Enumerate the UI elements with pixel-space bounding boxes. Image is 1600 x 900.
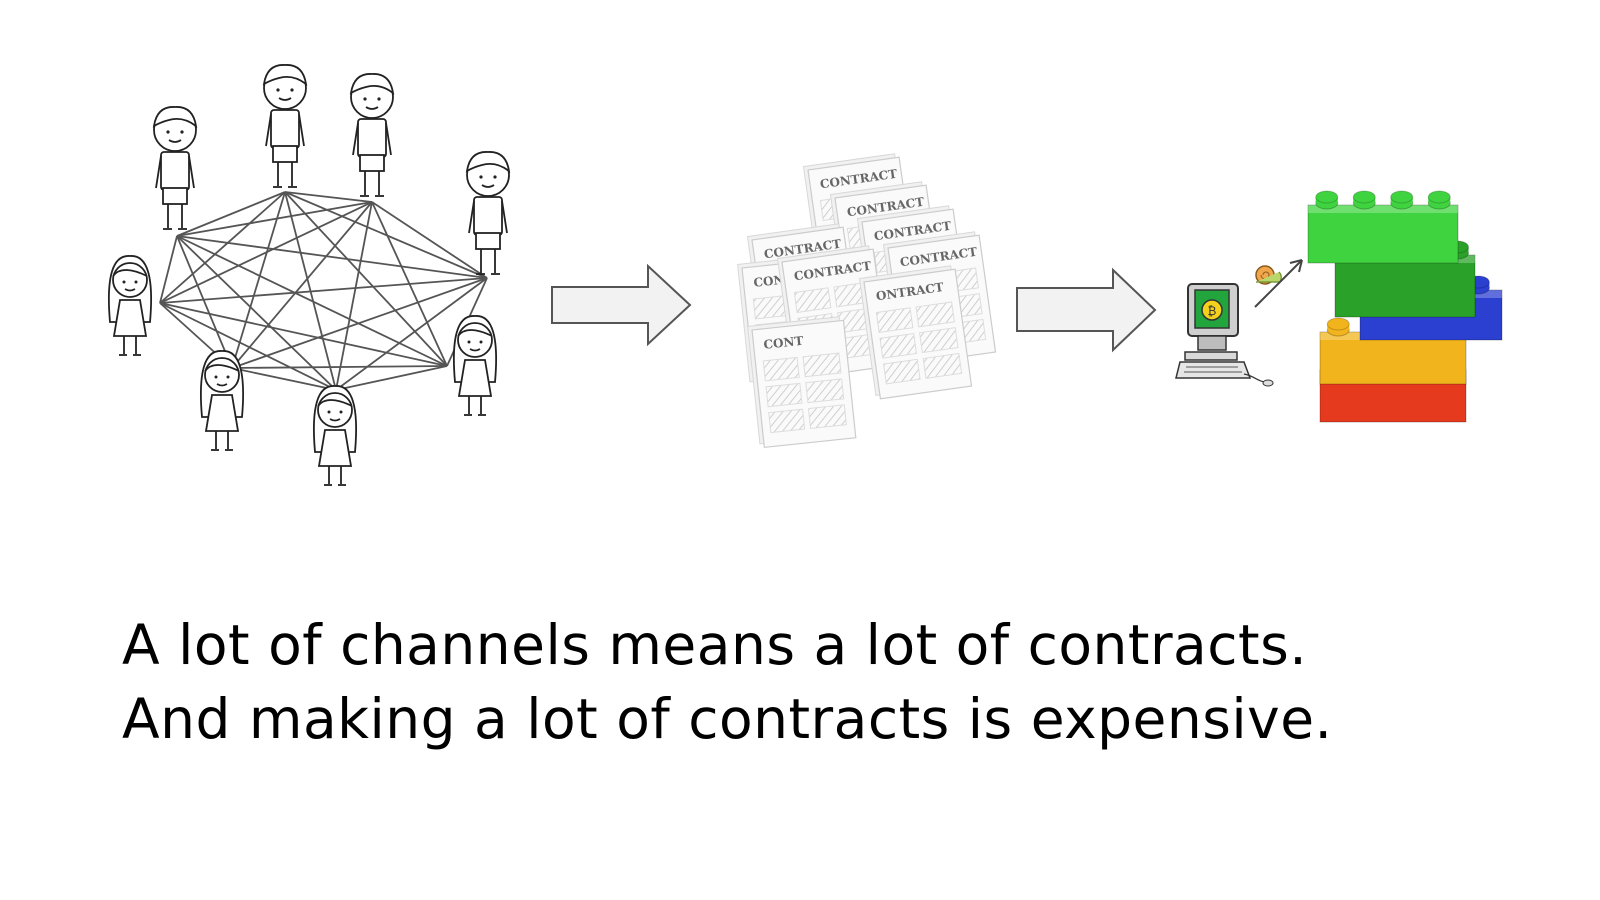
computer-icon: ₿ [1175, 283, 1274, 387]
growth-arrow-icon [1254, 259, 1303, 308]
connection-line [159, 277, 488, 304]
connection-line [159, 201, 373, 304]
network-people [107, 64, 511, 486]
contract-label: CONT [763, 334, 804, 352]
contract-stack-illustration: CONTRACTCONTRACTCONTRACTCONTRACTCONTRACT… [737, 153, 997, 449]
connection-line [335, 201, 373, 391]
connection-line [176, 191, 286, 237]
girl-figure [452, 315, 498, 416]
snail-icon [1255, 265, 1282, 285]
contract-document: CONT [747, 316, 857, 449]
connection-line [284, 191, 488, 279]
lego-bricks-illustration [1307, 190, 1503, 423]
connection-line [231, 201, 373, 369]
connection-line [159, 302, 337, 391]
connection-line [159, 235, 178, 304]
connection-line [231, 191, 286, 369]
boy-figure [465, 151, 511, 275]
arrow-right-icon [1016, 267, 1157, 353]
caption-line-1: A lot of channels means a lot of contrac… [122, 613, 1308, 677]
connection-line [176, 235, 448, 367]
girl-figure [199, 350, 245, 451]
connection-line [176, 201, 373, 237]
boy-figure [349, 73, 395, 197]
connection-line [231, 365, 448, 369]
connection-line [159, 302, 448, 367]
connection-line [159, 191, 286, 304]
contract-document: ONTRACT [858, 265, 973, 400]
connection-line [284, 191, 448, 367]
connection-line [176, 235, 337, 391]
boy-figure [262, 64, 308, 188]
connection-line [335, 365, 448, 391]
connection-line [231, 367, 337, 391]
caption-line-2: And making a lot of contracts is expensi… [122, 687, 1333, 751]
svg-text:₿: ₿ [1208, 304, 1217, 318]
connection-line [176, 235, 233, 369]
network-connections [159, 191, 488, 391]
slide-caption: A lot of channels means a lot of contrac… [122, 608, 1522, 756]
lego-brick-green-light [1307, 190, 1459, 264]
boy-figure [152, 106, 198, 230]
connection-line [231, 277, 488, 369]
connection-line [371, 201, 488, 279]
connection-line [335, 277, 488, 391]
arrow-right-icon [551, 263, 692, 347]
connection-line [284, 191, 373, 203]
girl-figure [312, 385, 358, 486]
girl-figure [107, 255, 153, 356]
people-network-illustration [107, 64, 511, 486]
